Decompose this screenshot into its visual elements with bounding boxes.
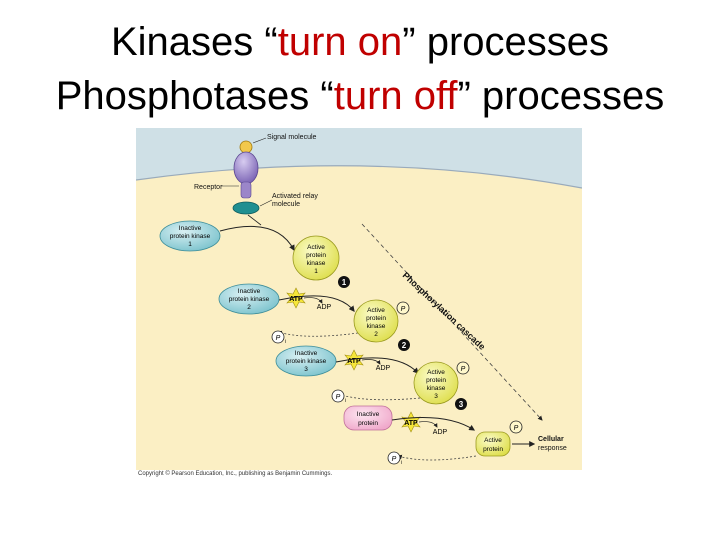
inactive-kinase-2 — [218, 283, 280, 315]
atp-label-3: ATP — [404, 420, 418, 427]
active-kinase-1 — [292, 235, 340, 281]
title-line-1-end: ” processes — [402, 20, 610, 64]
active-kinase-2-label-line-2: protein — [366, 315, 386, 322]
inactive-kinase-1-label-line-2: protein kinase — [170, 233, 211, 240]
inactive-kinase-1-label-line-3: 1 — [188, 241, 192, 248]
arrow-activate-kinase-3 — [335, 357, 419, 374]
inactive-protein-label-line-2: protein — [358, 420, 378, 427]
phosphate-kinase-2-letter: P — [401, 306, 406, 313]
inactive-kinase-3-label-line-3: 3 — [304, 366, 308, 373]
title-line-2-highlight: turn off — [333, 74, 458, 118]
active-kinase-3-label-line-2: protein — [426, 377, 446, 384]
signal-molecule-leader — [252, 137, 267, 144]
phosphate-protein-letter: P — [514, 425, 519, 432]
relay-molecule-shape — [232, 201, 260, 215]
step-3-badge — [455, 398, 467, 410]
active-kinase-2-label-line-4: 2 — [374, 331, 378, 338]
title-line-2-start: Phosphotases “ — [55, 74, 334, 118]
active-kinase-1-label-line-2: protein — [306, 252, 326, 259]
active-kinase-3-label-line-1: Active — [427, 369, 445, 376]
phosphate-protein — [509, 420, 523, 434]
inactive-kinase-3-label-line-2: protein kinase — [286, 358, 327, 365]
pi-letter-3: P — [392, 456, 397, 463]
arrow-activate-kinase-2 — [278, 295, 355, 312]
active-kinase-1-label-line-3: kinase — [307, 260, 326, 267]
inactive-kinase-2-label-line-1: Inactive — [238, 288, 261, 295]
active-kinase-2-label-line-1: Active — [367, 307, 385, 314]
atp-star-1 — [286, 287, 306, 309]
phosphate-kinase-2 — [396, 301, 410, 315]
title-line-1: Kinases “turn on” processes — [0, 18, 720, 66]
atp-to-adp-arrow-3 — [418, 421, 438, 428]
inactive-kinase-2-label-line-3: 2 — [247, 304, 251, 311]
pi-circle-2 — [331, 389, 345, 403]
receptor-shape — [233, 151, 259, 185]
active-protein-label-line-1: Active — [484, 437, 502, 444]
phosphate-kinase-3 — [456, 361, 470, 375]
membrane-line — [136, 165, 582, 189]
active-kinase-1-label-line-1: Active — [307, 244, 325, 251]
active-kinase-1-label-line-4: 1 — [314, 268, 318, 275]
step-2-number: 2 — [402, 341, 407, 350]
active-protein-label-line-2: protein — [483, 446, 503, 453]
arrow-activate-protein — [391, 417, 476, 431]
phosphate-kinase-3-letter: P — [461, 366, 466, 373]
pi-circle-1 — [271, 330, 285, 344]
inactive-kinase-1 — [159, 220, 221, 252]
step-1-badge — [338, 276, 350, 288]
inactive-kinase-3-label-line-1: Inactive — [295, 350, 318, 357]
inactive-kinase-1-label-line-1: Inactive — [179, 225, 202, 232]
pi-letter-1: P — [276, 335, 281, 342]
adp-label-3: ADP — [433, 429, 448, 436]
receptor-label: Receptor — [194, 184, 223, 191]
active-kinase-3-label-line-4: 3 — [434, 393, 438, 400]
phosphatase-arrow-1 — [277, 330, 359, 337]
signal-molecule-label: Signal molecule — [267, 134, 317, 141]
active-kinase-3-label-line-3: kinase — [427, 385, 446, 392]
atp-label-1: ATP — [289, 296, 303, 303]
pi-letter-2: P — [336, 394, 341, 401]
step-1-number: 1 — [342, 278, 347, 287]
relay-label-line-2: molecule — [272, 201, 300, 208]
copyright-notice: Copyright © Pearson Education, Inc., pub… — [138, 471, 333, 477]
atp-to-adp-arrow-2 — [361, 359, 381, 365]
atp-to-adp-arrow-1 — [303, 297, 323, 304]
adp-label-2: ADP — [376, 365, 391, 372]
title-line-2-end: ” processes — [457, 74, 665, 118]
active-protein — [475, 431, 511, 457]
title-line-2: Phosphotases “turn off” processes — [0, 72, 720, 120]
relay-to-kinase-line — [247, 214, 262, 226]
pi-sub-1: i — [285, 339, 286, 345]
arrow-activate-kinase-1 — [219, 225, 295, 252]
step-2-badge — [398, 339, 410, 351]
atp-star-2 — [344, 349, 364, 371]
relay-leader — [259, 199, 273, 207]
cascade-arrow — [361, 223, 543, 421]
cellular-response-line-2: response — [538, 445, 567, 452]
receptor-stem — [240, 181, 252, 199]
atp-label-2: ATP — [347, 358, 361, 365]
cellular-response-line-1: Cellular — [538, 436, 564, 443]
atp-star-3 — [401, 411, 421, 433]
active-kinase-2-label-line-3: kinase — [367, 323, 386, 330]
inactive-kinase-3 — [275, 345, 337, 377]
active-kinase-2 — [353, 299, 399, 343]
title-line-1-start: Kinases “ — [110, 20, 278, 64]
title-line-1-highlight: turn on — [277, 20, 403, 64]
phosphatase-arrow-3 — [397, 454, 477, 461]
pi-circle-3 — [387, 451, 401, 465]
inactive-kinase-2-label-line-2: protein kinase — [229, 296, 270, 303]
step-3-number: 3 — [459, 400, 464, 409]
active-kinase-3 — [413, 361, 459, 405]
pi-sub-3: i — [401, 460, 402, 466]
signal-molecule-shape — [239, 140, 253, 154]
pi-sub-2: i — [345, 398, 346, 404]
relay-label-line-1: Activated relay — [272, 193, 318, 200]
inactive-protein-label-line-1: Inactive — [357, 411, 380, 418]
adp-label-1: ADP — [317, 304, 332, 311]
signal-cascade-diagram: Signal molecule Receptor Activated relay… — [136, 128, 582, 470]
inactive-protein — [343, 405, 393, 431]
